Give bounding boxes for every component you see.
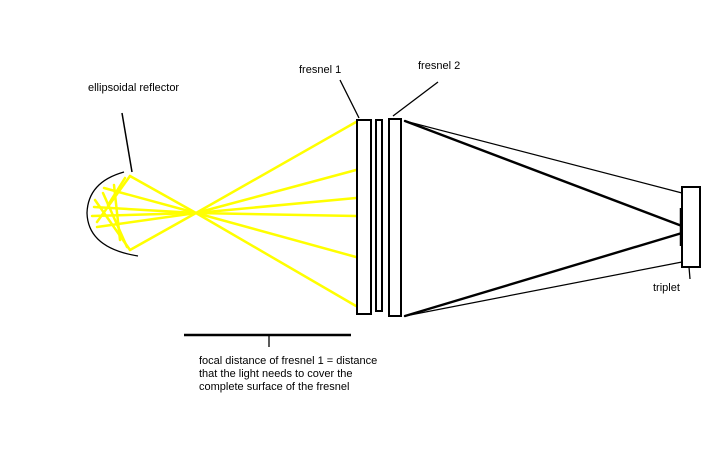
reflector-pointer-line <box>121 112 133 173</box>
label-fresnel-1: fresnel 1 <box>299 64 342 76</box>
fresnel-2-pointer-line <box>392 81 439 117</box>
label-triplet: triplet <box>653 282 680 294</box>
label-fresnel-2: fresnel 2 <box>418 60 461 72</box>
fresnel-1-pointer-line <box>339 79 360 119</box>
fresnel-2 <box>388 118 402 317</box>
triplet-pointer-line <box>688 266 691 280</box>
triplet <box>681 186 701 268</box>
middle-plate <box>375 119 383 312</box>
focal-distance-caption: focal distance of fresnel 1 = distance t… <box>199 355 419 394</box>
light-rays <box>90 120 358 308</box>
label-ellipsoidal-reflector: ellipsoidal reflector <box>88 82 180 94</box>
ellipsoidal-reflector <box>86 171 139 257</box>
caption-line-1: focal distance of fresnel 1 = distance <box>199 355 378 367</box>
fresnel-1 <box>356 119 372 315</box>
caption-line-2: that the light needs to cover the <box>199 368 353 380</box>
caption-line-3: complete surface of the fresnel <box>199 381 350 393</box>
black-rays <box>403 119 684 318</box>
